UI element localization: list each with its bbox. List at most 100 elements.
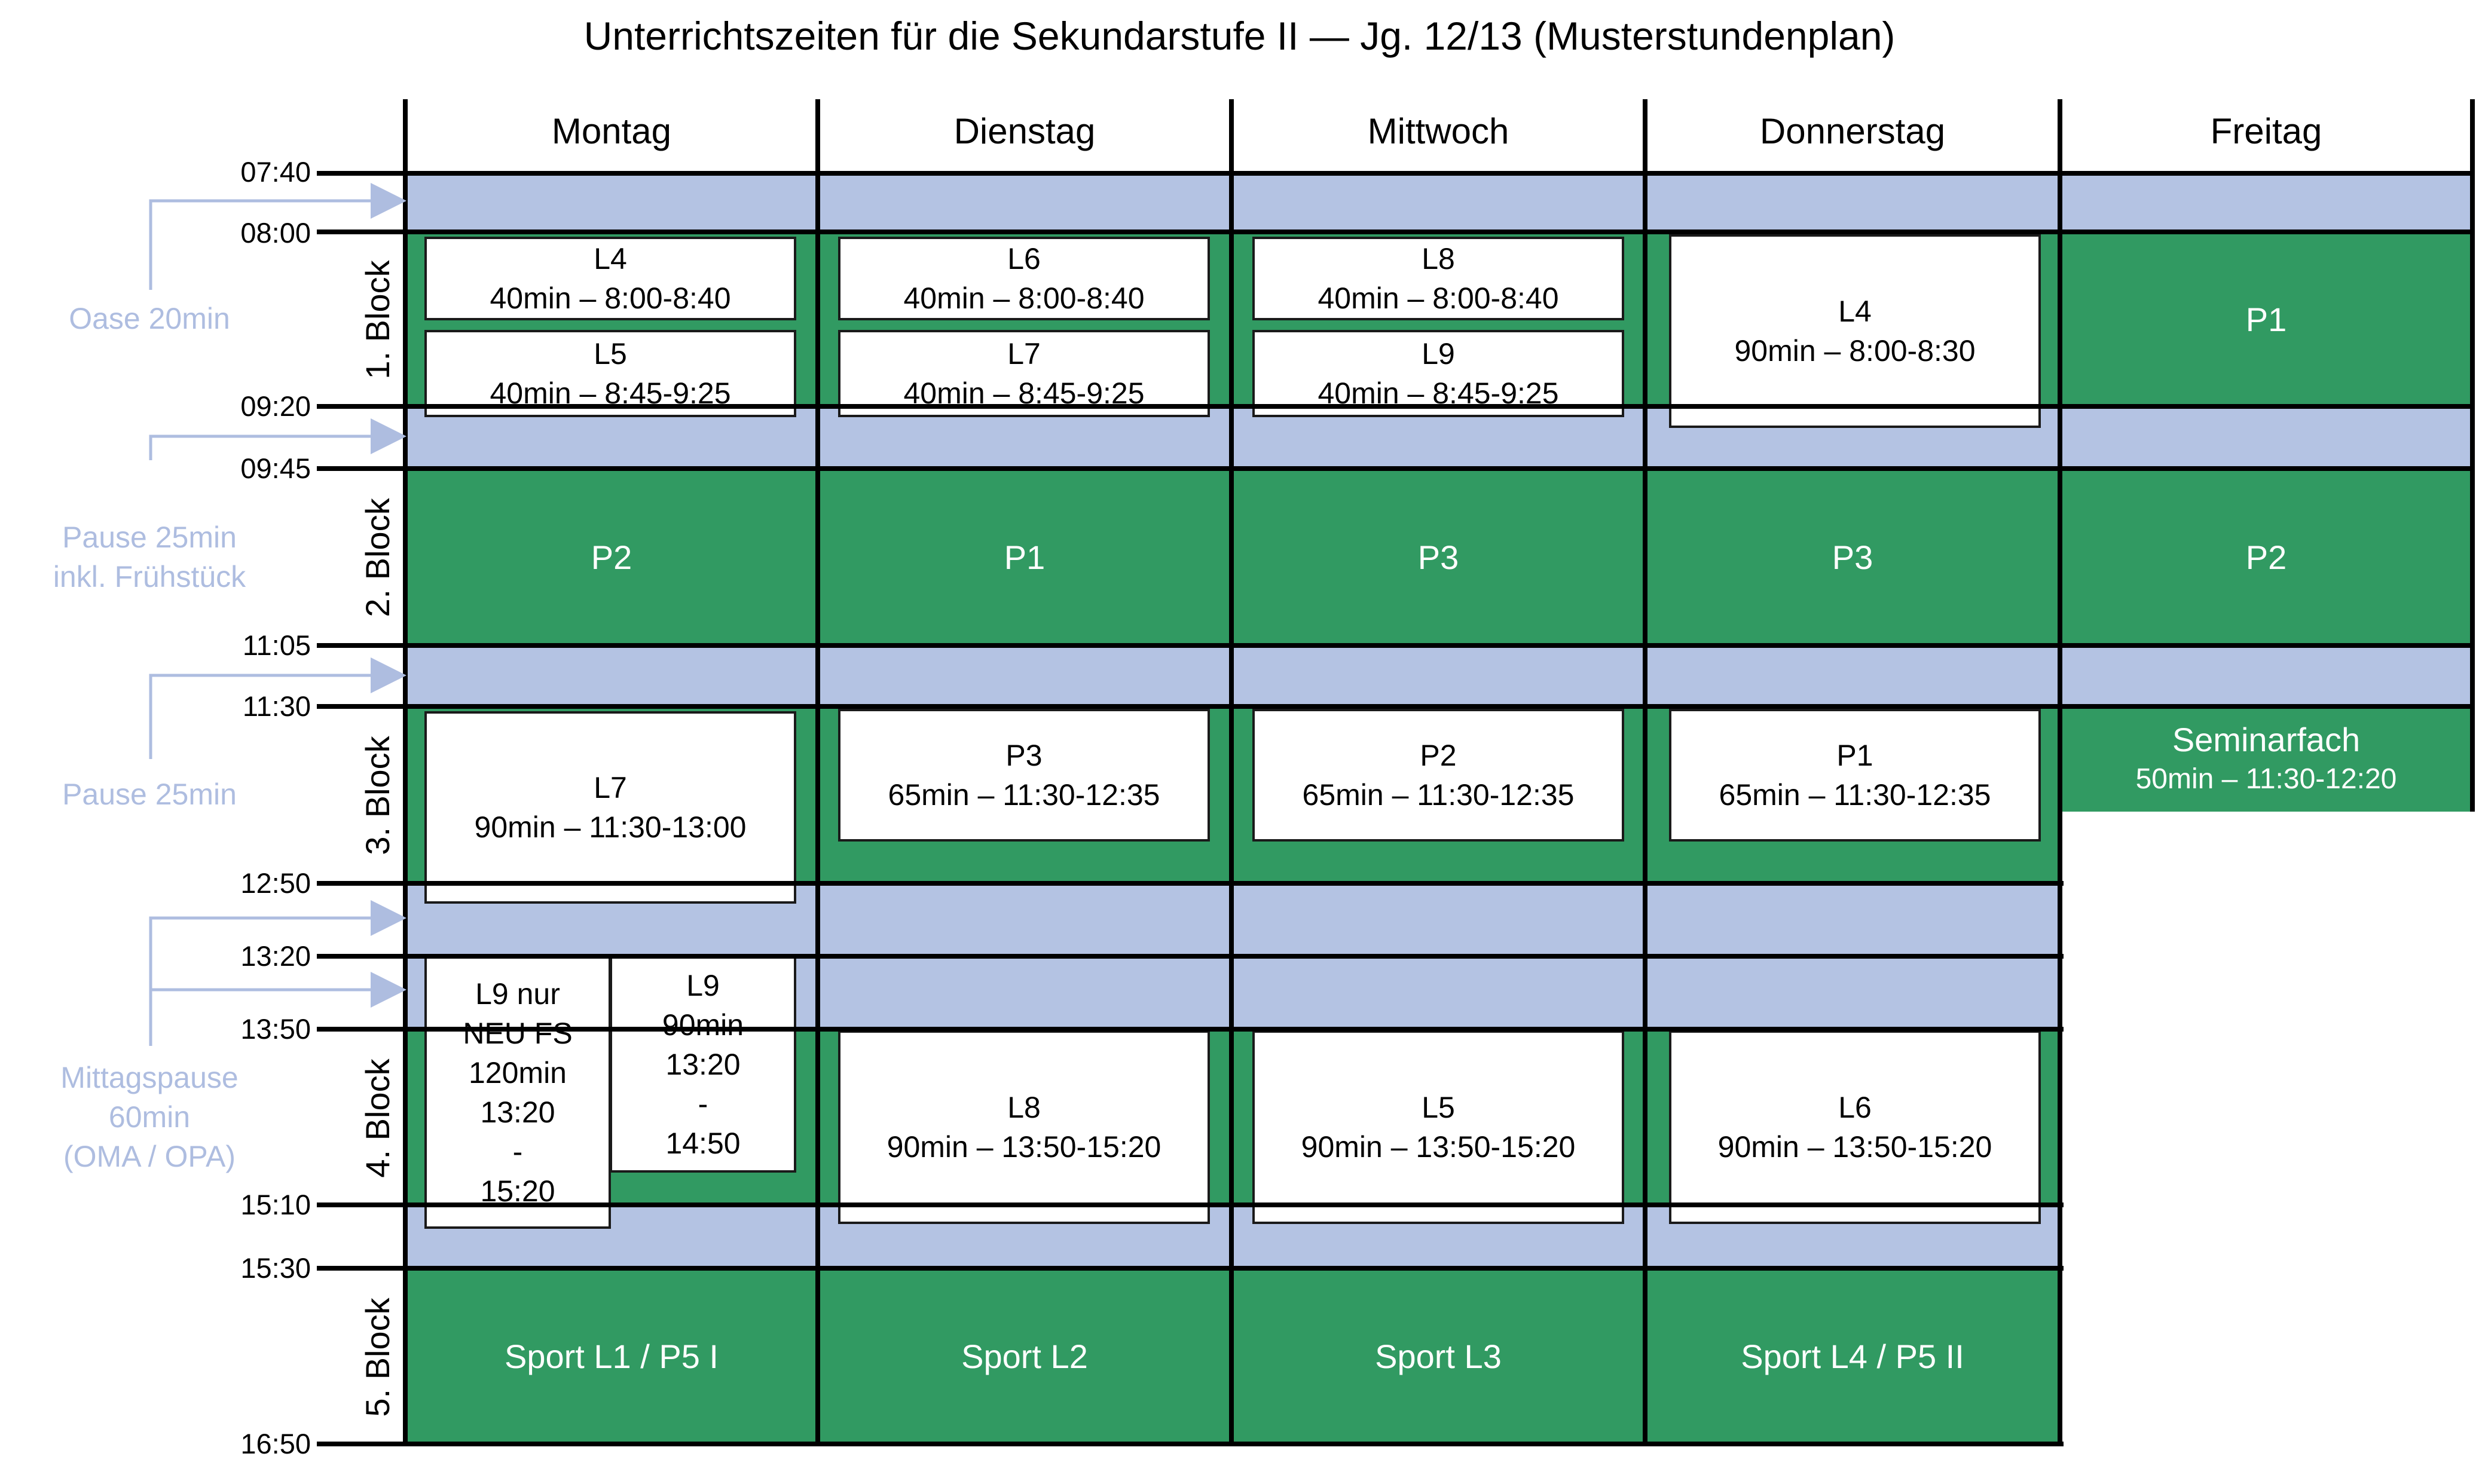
grid-line xyxy=(317,643,2472,648)
arrow-icon xyxy=(149,900,406,1046)
grid-line xyxy=(403,99,408,1446)
lesson-detail: 90min – 13:50-15:20 xyxy=(887,1130,1161,1164)
lesson-line: - xyxy=(512,1135,523,1168)
day-header-donnerstag: Donnerstag xyxy=(1759,111,1946,151)
lesson-card: L8 40min – 8:00-8:40 xyxy=(1252,237,1624,320)
lesson-name: L9 xyxy=(1422,337,1455,371)
grid-line xyxy=(1643,99,1647,1446)
time-label: 08:00 xyxy=(240,217,311,249)
grid-line xyxy=(317,1027,2064,1032)
lesson-detail: 40min – 8:00-8:40 xyxy=(490,281,731,315)
lesson-detail: 90min – 11:30-13:00 xyxy=(474,810,747,844)
block3-fri: Seminarfach 50min – 11:30-12:20 xyxy=(2060,706,2472,812)
lesson-line: NEU FS xyxy=(463,1017,573,1050)
lesson-line: 14:50 xyxy=(665,1127,741,1160)
grid-line xyxy=(317,466,2472,471)
lesson-name: L8 xyxy=(1422,242,1455,276)
lesson-name: L4 xyxy=(1838,295,1872,328)
lesson-card: L4 90min – 8:00-8:30 xyxy=(1669,234,2041,428)
lesson-card: L7 90min – 11:30-13:00 xyxy=(424,711,796,904)
time-label: 11:05 xyxy=(242,629,311,661)
time-label: 15:30 xyxy=(240,1252,311,1284)
lesson-detail: 40min – 8:00-8:40 xyxy=(903,281,1145,315)
break-band-oase xyxy=(405,173,2472,232)
lesson-card: L6 40min – 8:00-8:40 xyxy=(838,237,1210,320)
lesson-detail: 65min – 11:30-12:35 xyxy=(888,778,1160,812)
lesson-name: L5 xyxy=(594,337,627,371)
lesson-detail: 90min – 13:50-15:20 xyxy=(1301,1130,1576,1164)
block5-wed: Sport L3 xyxy=(1231,1268,1645,1444)
grid-line xyxy=(2058,99,2062,1446)
block-label: 4. Block xyxy=(359,1058,396,1178)
grid-line xyxy=(317,1442,2064,1446)
lesson-name: L7 xyxy=(1007,337,1041,371)
note-line: (OMA / OPA) xyxy=(63,1140,236,1173)
block2-wed: P3 xyxy=(1231,469,1645,645)
seminarfach-detail: 50min – 11:30-12:20 xyxy=(2135,763,2397,795)
grid-line xyxy=(317,1266,2064,1271)
block2-tue: P1 xyxy=(818,469,1231,645)
break-connectors xyxy=(149,183,406,1046)
lesson-card: L9 90min 13:20 - 14:50 xyxy=(610,956,796,1173)
lesson-line: 13:20 xyxy=(665,1048,741,1081)
day-header-dienstag: Dienstag xyxy=(953,111,1096,151)
lesson-card: P2 65min – 11:30-12:35 xyxy=(1252,709,1624,842)
arrow-icon xyxy=(149,418,406,460)
block5-thu: Sport L4 / P5 II xyxy=(1645,1268,2060,1444)
lesson-name: L6 xyxy=(1007,242,1041,276)
page-title: Unterrichtszeiten für die Sekundarstufe … xyxy=(583,14,1896,58)
lesson-card: L6 90min – 13:50-15:20 xyxy=(1669,1030,2041,1224)
lesson-card: L4 40min – 8:00-8:40 xyxy=(424,237,796,320)
lesson-detail: 65min – 11:30-12:35 xyxy=(1719,778,1991,812)
lesson-name: L4 xyxy=(594,242,627,276)
lesson-name: L6 xyxy=(1838,1091,1872,1124)
time-label: 09:45 xyxy=(240,452,311,484)
time-label: 13:50 xyxy=(240,1013,311,1045)
note-line: inkl. Frühstück xyxy=(53,560,246,593)
block2-thu: P3 xyxy=(1645,469,2060,645)
block5-tue: Sport L2 xyxy=(818,1268,1231,1444)
lesson-line: L9 nur xyxy=(475,977,560,1011)
lesson-line: 90min xyxy=(662,1008,744,1042)
note-mittagspause: Mittagspause 60min (OMA / OPA) xyxy=(36,1058,263,1176)
note-pause-1: Pause 25min inkl. Frühstück xyxy=(24,518,275,596)
lesson-line: 15:20 xyxy=(480,1174,555,1208)
grid-line xyxy=(317,404,2472,409)
lesson-line: 13:20 xyxy=(480,1096,555,1129)
time-label: 09:20 xyxy=(240,390,311,422)
lesson-detail: 90min – 13:50-15:20 xyxy=(1717,1130,1992,1164)
break-band-pause-2 xyxy=(405,645,2472,706)
lesson-detail: 90min – 8:00-8:30 xyxy=(1734,334,1976,368)
time-label: 11:30 xyxy=(242,690,311,722)
grid-line xyxy=(317,230,2472,234)
lesson-card: L8 90min – 13:50-15:20 xyxy=(838,1030,1210,1224)
block2-fri: P2 xyxy=(2060,469,2472,645)
grid-line xyxy=(2470,99,2475,812)
time-label: 12:50 xyxy=(240,867,311,899)
block2-mon: P2 xyxy=(405,469,818,645)
time-label: 16:50 xyxy=(240,1428,311,1459)
lesson-name: L5 xyxy=(1422,1091,1455,1124)
note-line: Mittagspause xyxy=(60,1061,239,1094)
lesson-card: P3 65min – 11:30-12:35 xyxy=(838,709,1210,842)
note-pause-2: Pause 25min xyxy=(62,778,237,811)
time-label: 13:20 xyxy=(240,940,311,972)
lesson-card: L5 90min – 13:50-15:20 xyxy=(1252,1030,1624,1224)
lesson-name: P3 xyxy=(1005,739,1043,772)
block-label: 5. Block xyxy=(359,1298,396,1417)
lesson-name: L8 xyxy=(1007,1091,1041,1124)
grid-line xyxy=(815,99,820,1446)
lesson-line: 120min xyxy=(469,1056,567,1090)
day-header-freitag: Freitag xyxy=(2210,111,2322,151)
lesson-name: P1 xyxy=(1836,739,1873,772)
day-header-mittwoch: Mittwoch xyxy=(1367,111,1509,151)
time-label: 07:40 xyxy=(240,156,311,188)
lesson-line: L9 xyxy=(686,969,720,1002)
grid-line xyxy=(317,881,2064,886)
lesson-name: L7 xyxy=(594,771,627,804)
grid-line xyxy=(317,171,2472,176)
note-oase: Oase 20min xyxy=(69,302,230,335)
grid-line xyxy=(317,1203,2064,1207)
day-header-montag: Montag xyxy=(551,111,672,151)
lesson-card: L9 nur NEU FS 120min 13:20 - 15:20 xyxy=(424,956,611,1229)
